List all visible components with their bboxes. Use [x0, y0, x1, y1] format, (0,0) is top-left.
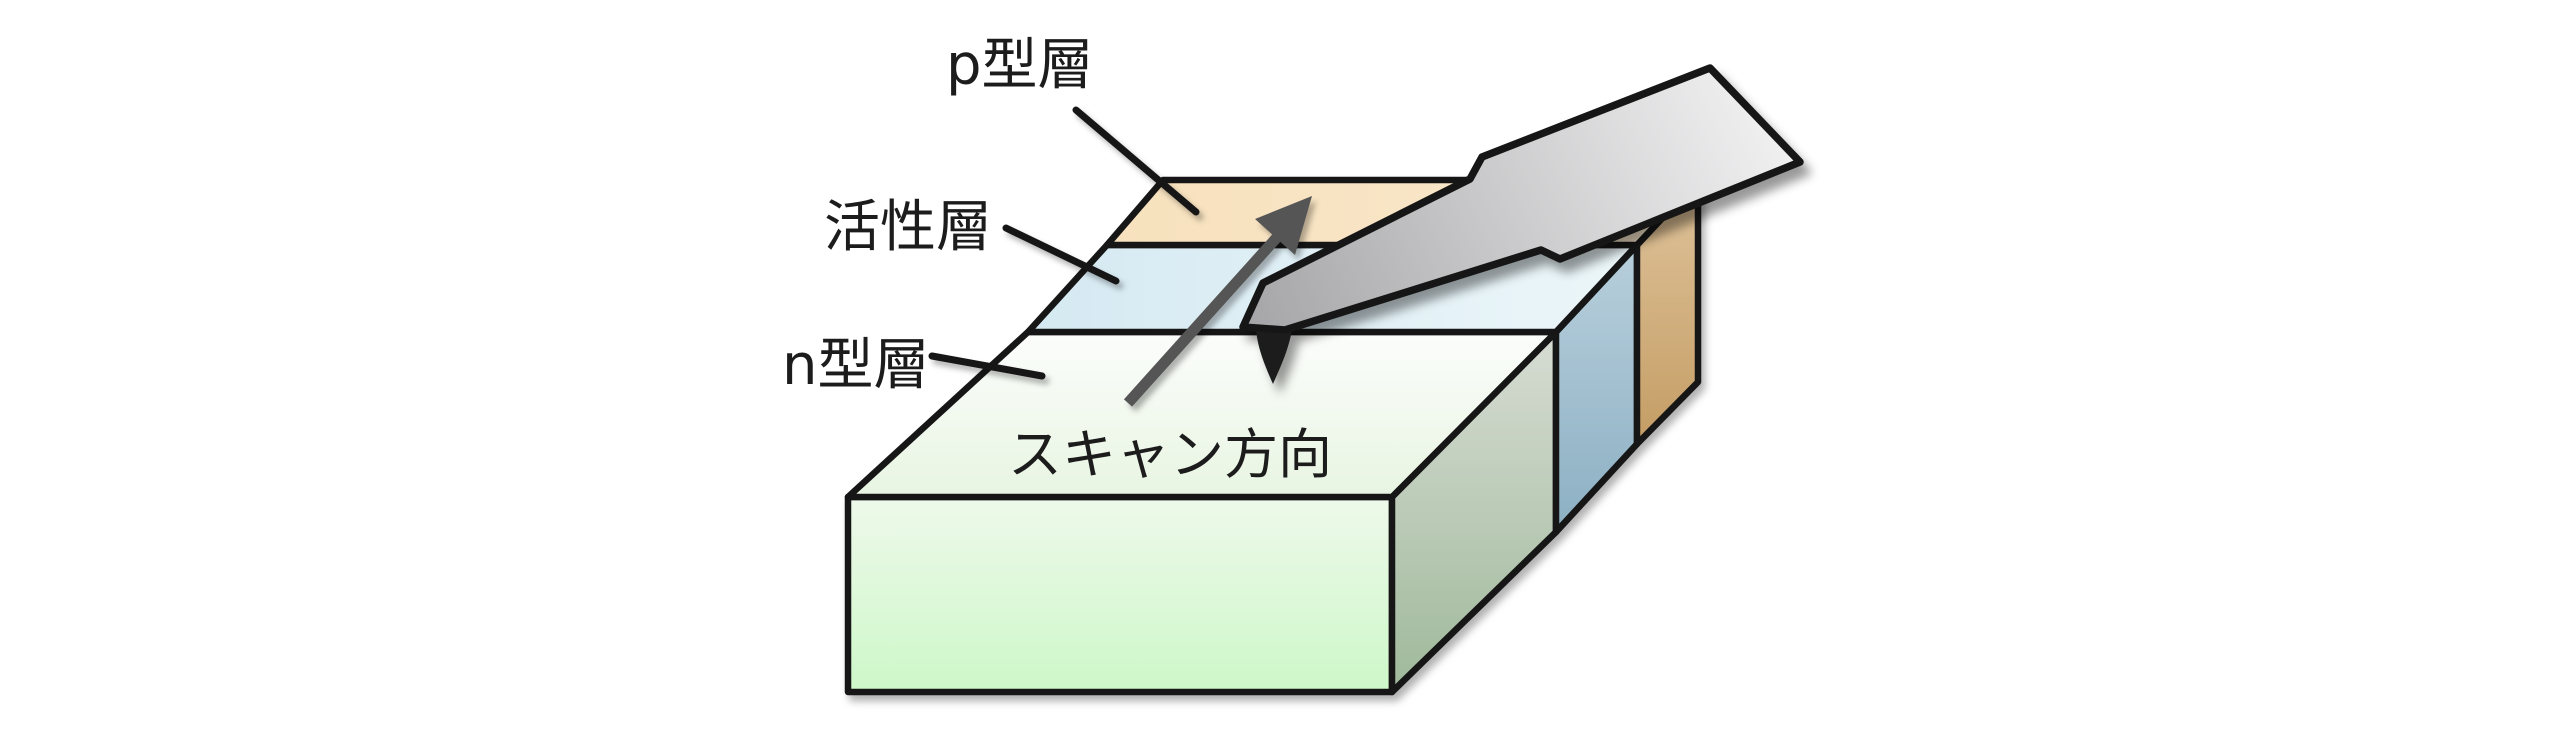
afm-cantilever: [1239, 64, 1804, 384]
scan-direction-arrow: [1123, 196, 1312, 407]
cantilever-beam: [1239, 64, 1804, 334]
active-layer-leader-line: [1002, 224, 1120, 285]
active-layer-label: 活性層: [824, 195, 992, 260]
scan-direction-label: スキャン方向: [1008, 423, 1332, 486]
leader-lines: [928, 106, 1200, 380]
scan-arrow-head: [1255, 196, 1312, 255]
n-layer-label: n型層: [782, 333, 930, 398]
scan-arrow-shaft: [1123, 230, 1285, 407]
p-layer-leader-line: [1072, 106, 1200, 216]
afm-probe-tip-icon: [1256, 330, 1292, 384]
n-layer-leader-line: [928, 352, 1046, 380]
n-layer-front-face: [844, 493, 1396, 696]
p-layer-label: p型層: [946, 33, 1094, 98]
